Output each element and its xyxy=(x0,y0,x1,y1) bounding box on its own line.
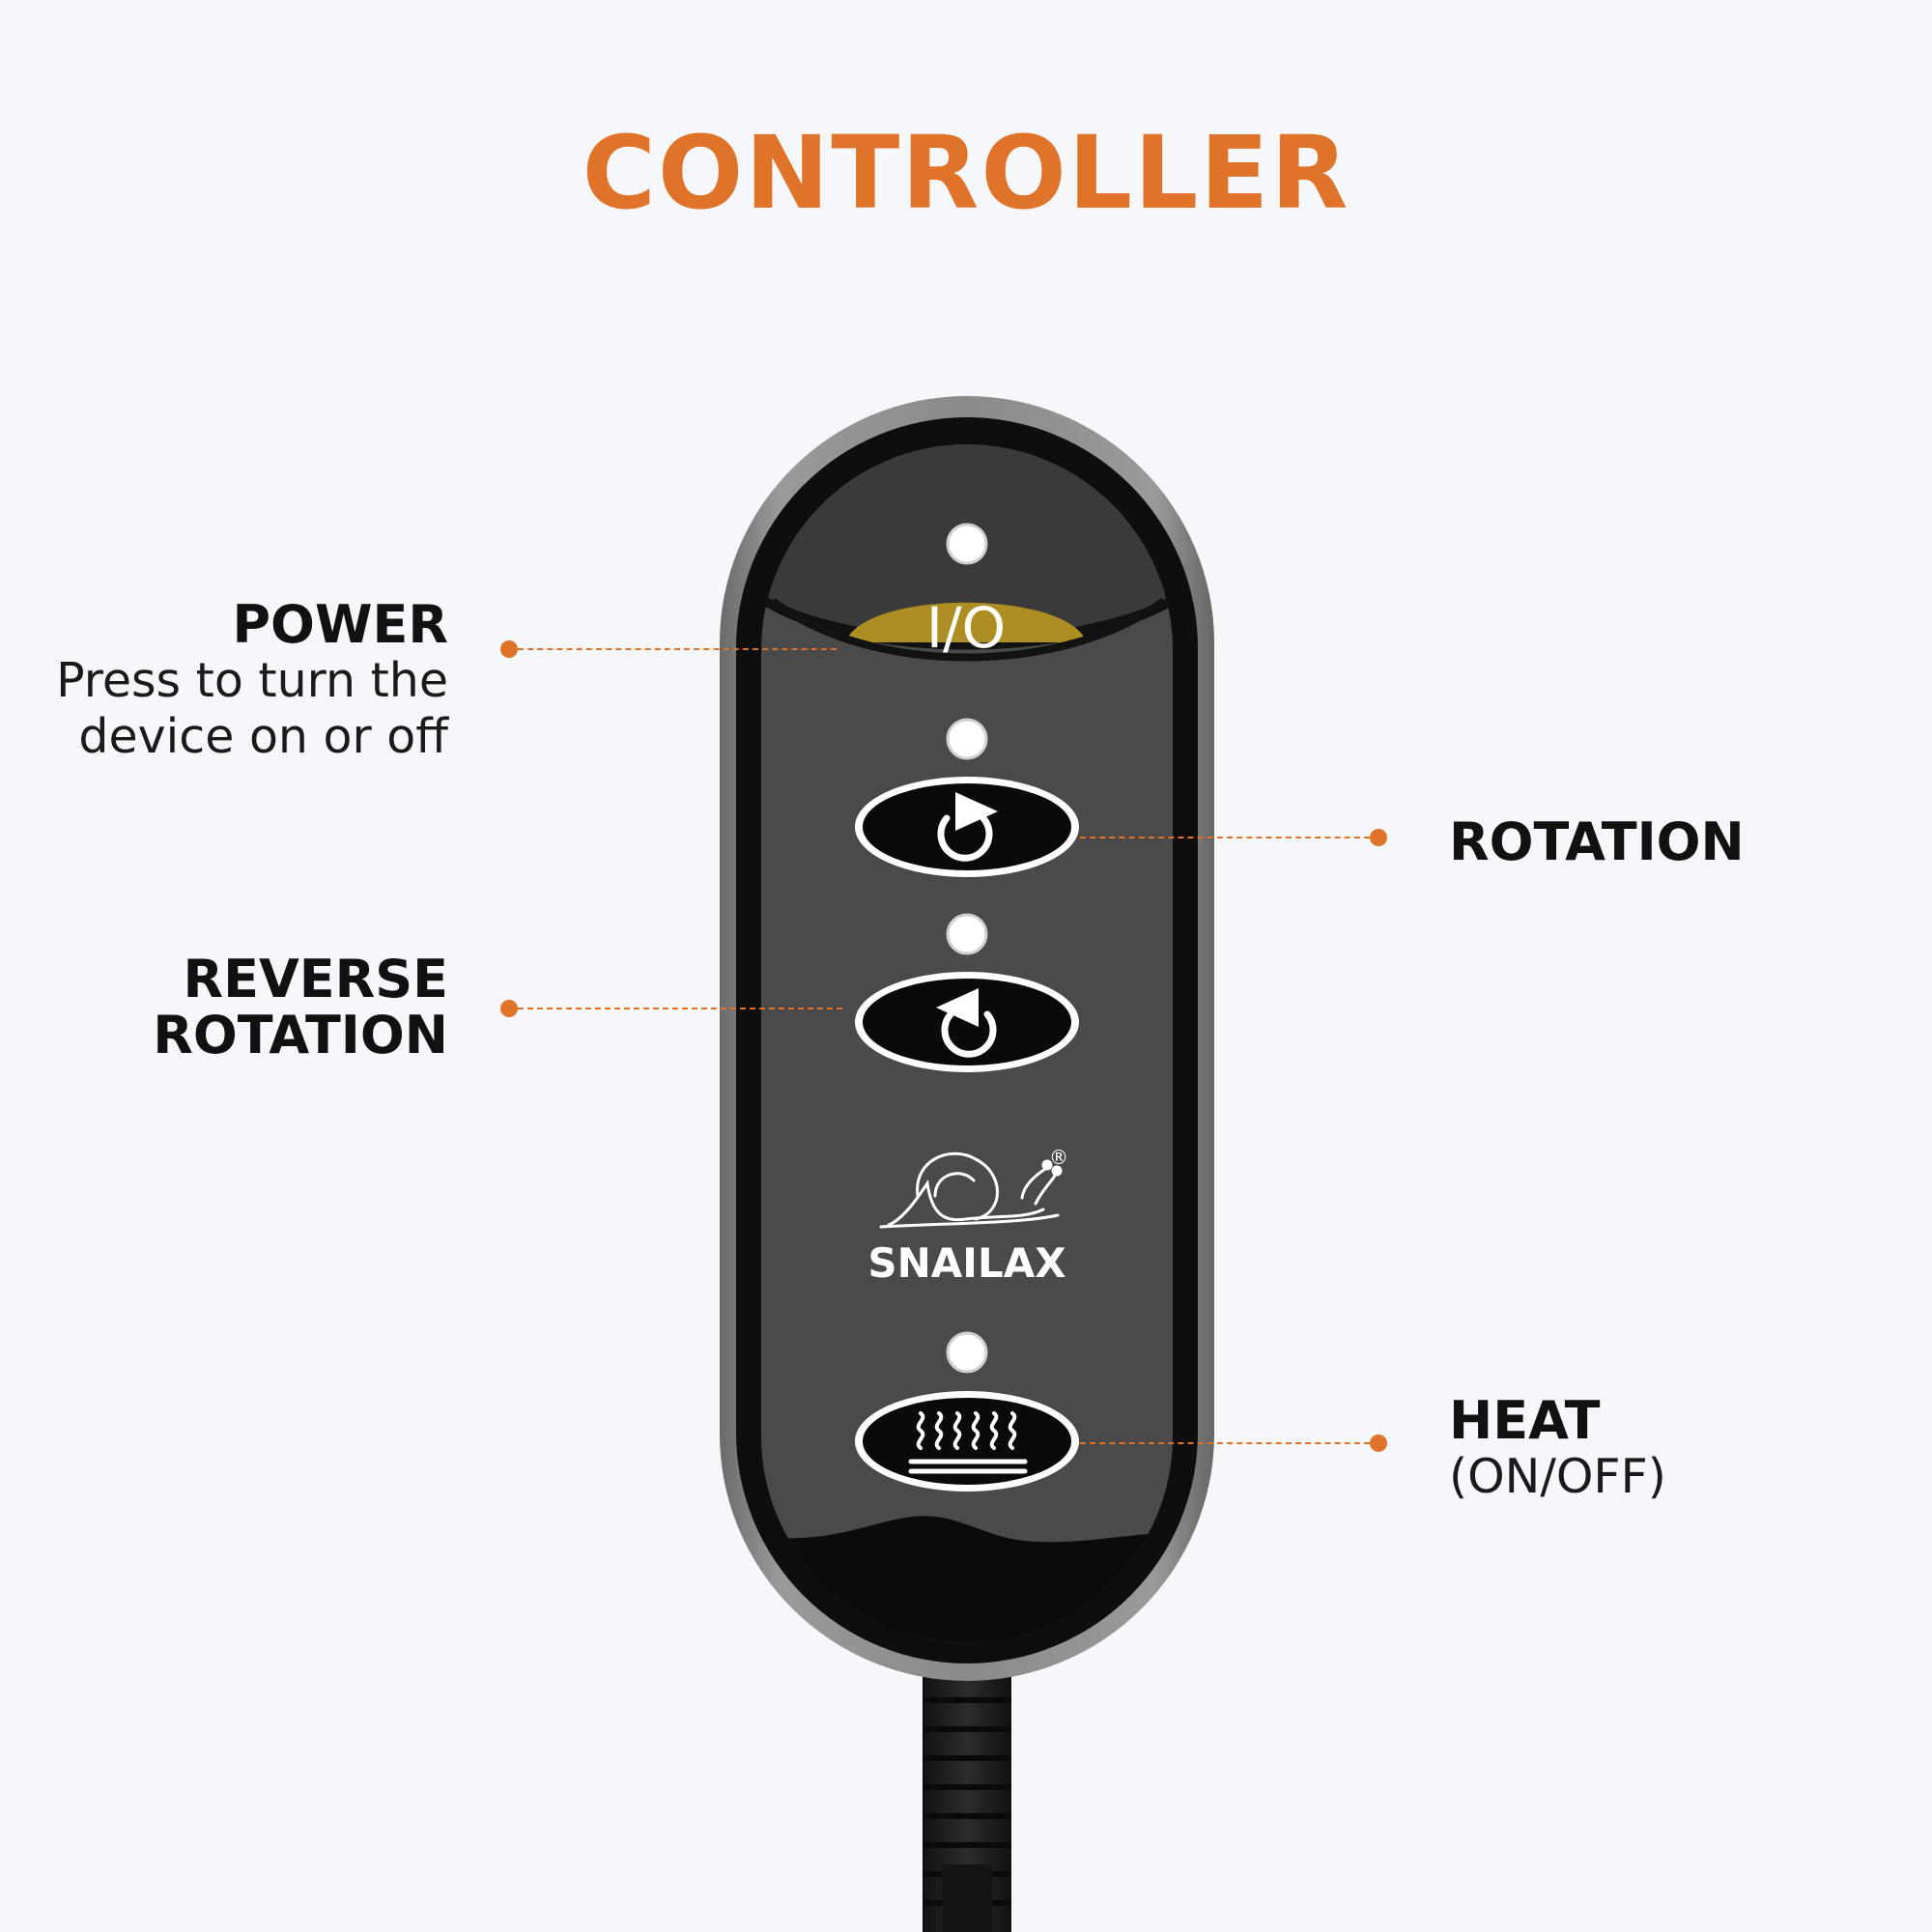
reverse-heading-line1: REVERSE xyxy=(183,949,448,1009)
rotation-button[interactable] xyxy=(855,777,1079,877)
heat-heading: HEAT xyxy=(1449,1390,1601,1451)
power-callout-line xyxy=(518,648,837,650)
cable xyxy=(923,1671,1011,1932)
rotation-indicator-led xyxy=(946,718,988,760)
rotation-callout: ROTATION xyxy=(1449,814,1913,870)
heat-callout-line xyxy=(1080,1442,1370,1444)
reverse-callout-dot xyxy=(500,1000,518,1017)
heat-callout: HEAT (ON/OFF) xyxy=(1449,1393,1913,1505)
rotation-callout-dot xyxy=(1370,829,1387,846)
power-callout: POWER Press to turn the device on or off xyxy=(39,597,448,765)
heat-button[interactable] xyxy=(855,1391,1079,1492)
reverse-heading-line2: ROTATION xyxy=(153,1005,448,1065)
heat-waves-icon xyxy=(908,1411,1028,1474)
heat-callout-dot xyxy=(1370,1435,1387,1452)
reverse-rotation-button[interactable] xyxy=(855,972,1079,1072)
power-button[interactable]: I/O xyxy=(770,595,1167,662)
power-description-line2: device on or off xyxy=(78,709,448,764)
power-indicator-led xyxy=(946,523,988,565)
reverse-callout-line xyxy=(518,1008,842,1009)
power-button-label: I/O xyxy=(926,595,1006,661)
reverse-indicator-led xyxy=(946,913,988,955)
power-callout-dot xyxy=(500,640,518,658)
power-heading: POWER xyxy=(232,594,448,655)
heat-indicator-led xyxy=(946,1331,988,1374)
rotation-heading: ROTATION xyxy=(1449,811,1745,872)
brand-name: SNAILAX xyxy=(867,1239,1065,1287)
page-title: CONTROLLER xyxy=(582,114,1350,232)
power-description-line1: Press to turn the xyxy=(56,653,448,708)
brand-logo: ® SNAILAX xyxy=(867,1146,1068,1287)
rotate-clockwise-icon xyxy=(937,792,998,862)
heat-subheading: (ON/OFF) xyxy=(1449,1449,1666,1504)
rotation-callout-line xyxy=(1080,837,1370,838)
snail-logo-icon xyxy=(879,1151,1063,1229)
registered-mark: ® xyxy=(1049,1146,1068,1169)
rotate-counterclockwise-icon xyxy=(936,988,997,1058)
reverse-rotation-callout: REVERSE ROTATION xyxy=(39,952,448,1064)
